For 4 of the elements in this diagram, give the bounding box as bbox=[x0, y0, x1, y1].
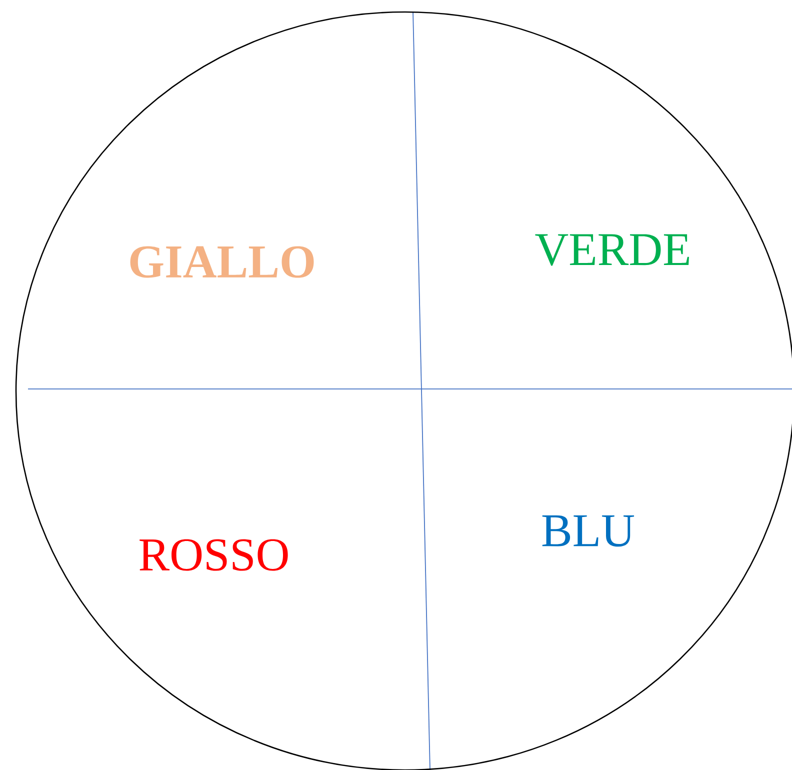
quadrant-label: VERDE bbox=[535, 234, 689, 266]
quadrant-label: GIALLO bbox=[130, 246, 314, 278]
quadrant-label: BLU bbox=[542, 515, 634, 547]
quadrant-label: ROSSO bbox=[140, 539, 288, 571]
